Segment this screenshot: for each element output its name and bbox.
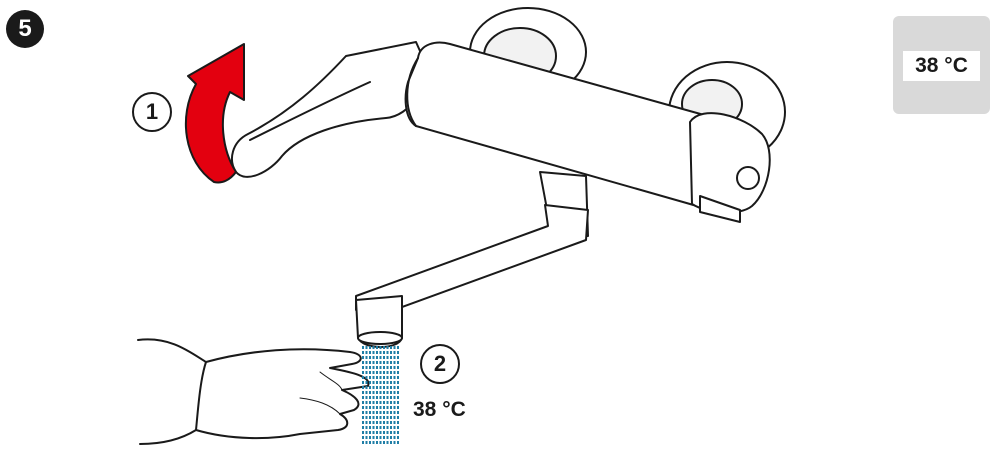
water-stream-icon (362, 346, 399, 444)
target-temperature-value: 38 °C (903, 51, 980, 81)
callout-step-2: 2 (420, 344, 460, 384)
lever-handle (231, 41, 427, 178)
hand-icon (137, 338, 370, 445)
callout-step-1: 1 (132, 92, 172, 132)
target-temperature-panel: 38 °C (893, 16, 990, 114)
step-number-badge: 5 (6, 10, 44, 48)
spout (355, 171, 589, 348)
water-temperature-label: 38 °C (413, 398, 466, 421)
mixer-body (404, 41, 771, 223)
curved-up-arrow-icon (184, 43, 245, 184)
